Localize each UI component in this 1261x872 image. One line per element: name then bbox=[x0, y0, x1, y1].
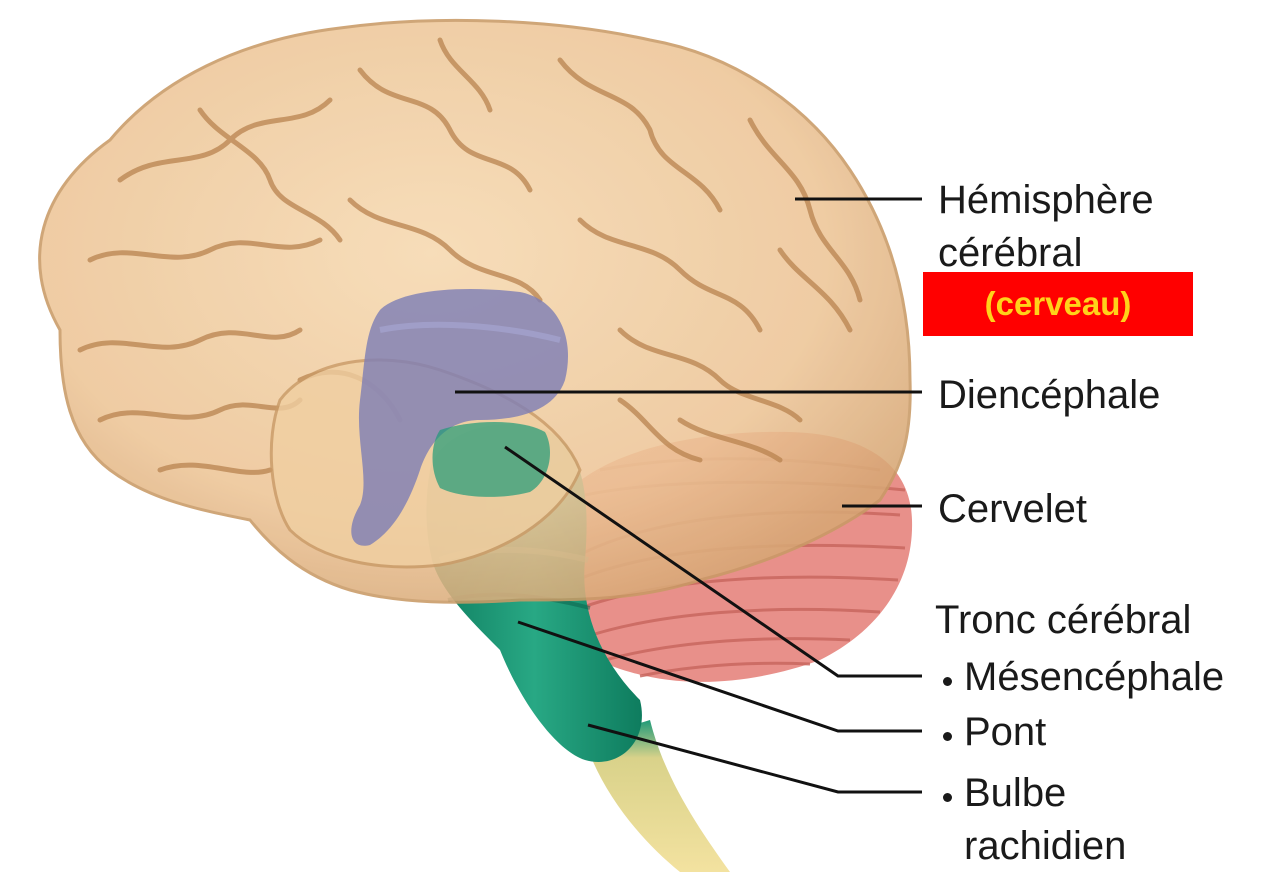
cerveau-highlight-box: (cerveau) bbox=[923, 272, 1193, 336]
label-tronc-cerebral: Tronc cérébral bbox=[935, 600, 1191, 640]
label-cervelet: Cervelet bbox=[938, 489, 1087, 529]
label-bulbe-line1: Bulbe bbox=[964, 773, 1066, 813]
bullet-pont bbox=[943, 732, 952, 741]
label-bulbe-line2: rachidien bbox=[964, 826, 1126, 866]
bullet-mesencephale bbox=[943, 677, 952, 686]
label-hemisphere-line1: Hémisphère bbox=[938, 180, 1154, 220]
mesencephalon bbox=[433, 422, 551, 497]
label-pont: Pont bbox=[964, 712, 1046, 752]
label-cerveau: (cerveau) bbox=[985, 285, 1132, 323]
label-mesencephale: Mésencéphale bbox=[964, 657, 1224, 697]
bullet-bulbe bbox=[943, 793, 952, 802]
label-diencephale: Diencéphale bbox=[938, 375, 1160, 415]
label-hemisphere-line2: cérébral bbox=[938, 233, 1083, 273]
